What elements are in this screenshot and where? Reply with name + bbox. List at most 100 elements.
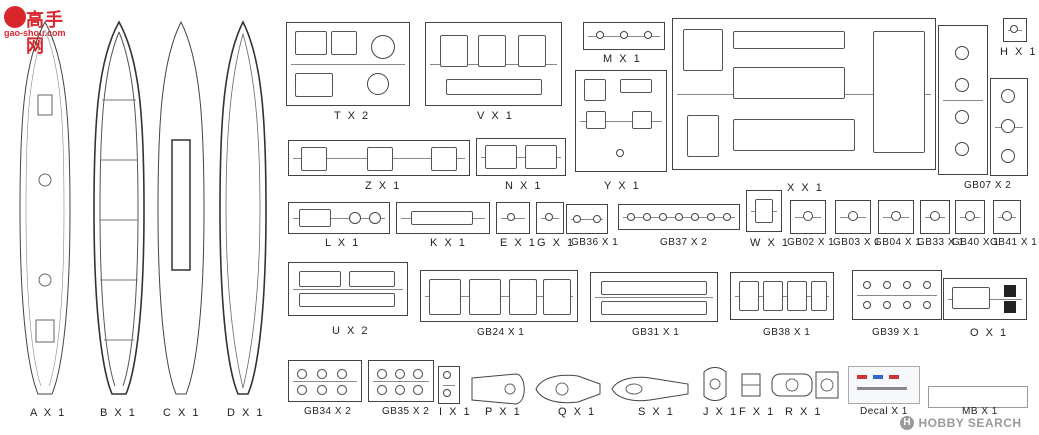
part (413, 385, 423, 395)
label-decal: Decal X 1 (860, 406, 908, 417)
label-sprue-gb35: GB35 X 2 (382, 406, 430, 417)
sprue-v (425, 22, 562, 106)
part (377, 385, 387, 395)
part (848, 211, 858, 221)
part (469, 279, 501, 315)
site-url: gao-shou.com (4, 28, 66, 38)
part (395, 385, 405, 395)
part (545, 213, 553, 221)
label-sprue-w: W X 1 (750, 237, 790, 249)
part (683, 29, 723, 71)
part (965, 211, 975, 221)
part (755, 199, 773, 223)
sprue-gb04 (878, 200, 914, 234)
sprue-gb24 (420, 270, 578, 322)
label-sprue-o: O X 1 (970, 327, 1009, 339)
part (584, 79, 606, 101)
part (883, 281, 891, 289)
label-sprue-g: G X 1 (537, 237, 576, 249)
part (596, 31, 604, 39)
part-p (470, 372, 530, 411)
part (593, 215, 601, 223)
sprue-x (672, 18, 936, 170)
sprue-gb35 (368, 360, 434, 402)
label-part-r: R X 1 (785, 406, 823, 418)
label-sprue-h: H X 1 (1000, 46, 1038, 58)
label-sprue-e: E X 1 (500, 237, 537, 249)
sprue-gb41 (993, 200, 1021, 234)
part (763, 281, 783, 311)
label-sprue-l: L X 1 (325, 237, 361, 249)
part (739, 281, 759, 311)
label-sprue-gb37: GB37 X 2 (660, 237, 708, 248)
part (295, 73, 333, 97)
part (317, 385, 327, 395)
label-sprue-k: K X 1 (430, 237, 467, 249)
label-sprue-gb40: GB40 X 1 (952, 237, 1000, 248)
label-part-s: S X 1 (638, 406, 675, 418)
part (295, 31, 327, 55)
sprue-gb02 (790, 200, 826, 234)
label-hull-b: B X 1 (100, 407, 137, 419)
sprue-e (496, 202, 530, 234)
part (863, 301, 871, 309)
part (367, 73, 389, 95)
label-sprue-gb41: GB41 X 1 (990, 237, 1038, 248)
label-hull-d: D X 1 (227, 407, 265, 419)
label-sprue-gb07: GB07 X 2 (964, 180, 1012, 191)
part (299, 271, 341, 287)
sprue-n (476, 138, 566, 176)
part (297, 369, 307, 379)
hobby-search-logo-text: HOBBY SEARCH (918, 415, 1022, 430)
part (643, 213, 651, 221)
sprue-t (286, 22, 410, 106)
part (923, 281, 931, 289)
part (371, 35, 395, 59)
part (873, 31, 925, 153)
hull-part-a (14, 20, 76, 400)
label-sprue-gb31: GB31 X 1 (632, 327, 680, 338)
sprue-gb38 (730, 272, 834, 320)
part (485, 145, 517, 169)
part (691, 213, 699, 221)
label-hull-c: C X 1 (163, 407, 201, 419)
label-sprue-gb36: GB36 X 1 (571, 237, 619, 248)
hull-part-b (88, 20, 150, 400)
hobby-search-watermark: H HOBBY SEARCH (900, 414, 1038, 434)
sprue-i (438, 366, 460, 404)
part (952, 287, 990, 309)
hull-part-c (150, 20, 212, 400)
part (1001, 89, 1015, 103)
part (675, 213, 683, 221)
part (707, 213, 715, 221)
label-part-p: P X 1 (485, 406, 522, 418)
part (891, 211, 901, 221)
part (863, 281, 871, 289)
part (395, 369, 405, 379)
decal-sheet (848, 366, 920, 404)
decal-marking (873, 375, 883, 379)
part-r (770, 370, 814, 405)
decal-marking (857, 375, 867, 379)
part (955, 142, 969, 156)
label-sprue-gb34: GB34 X 2 (304, 406, 352, 417)
part (620, 79, 652, 93)
part-r2 (812, 368, 842, 407)
label-sprue-gb24: GB24 X 1 (477, 327, 525, 338)
label-sprue-t: T X 2 (334, 110, 371, 122)
part-q (532, 372, 604, 411)
sprue-l (288, 202, 390, 234)
sprue-gb40 (955, 200, 985, 234)
part (586, 111, 606, 129)
label-part-q: Q X 1 (558, 406, 597, 418)
label-sprue-gb39: GB39 X 1 (872, 327, 920, 338)
sprue-gb37 (618, 204, 740, 230)
sprue-gb31 (590, 272, 718, 322)
sprue-gb03 (835, 200, 871, 234)
part (955, 110, 969, 124)
label-part-f: F X 1 (739, 406, 776, 418)
sprue-gb39 (852, 270, 942, 320)
part (413, 369, 423, 379)
part (627, 213, 635, 221)
